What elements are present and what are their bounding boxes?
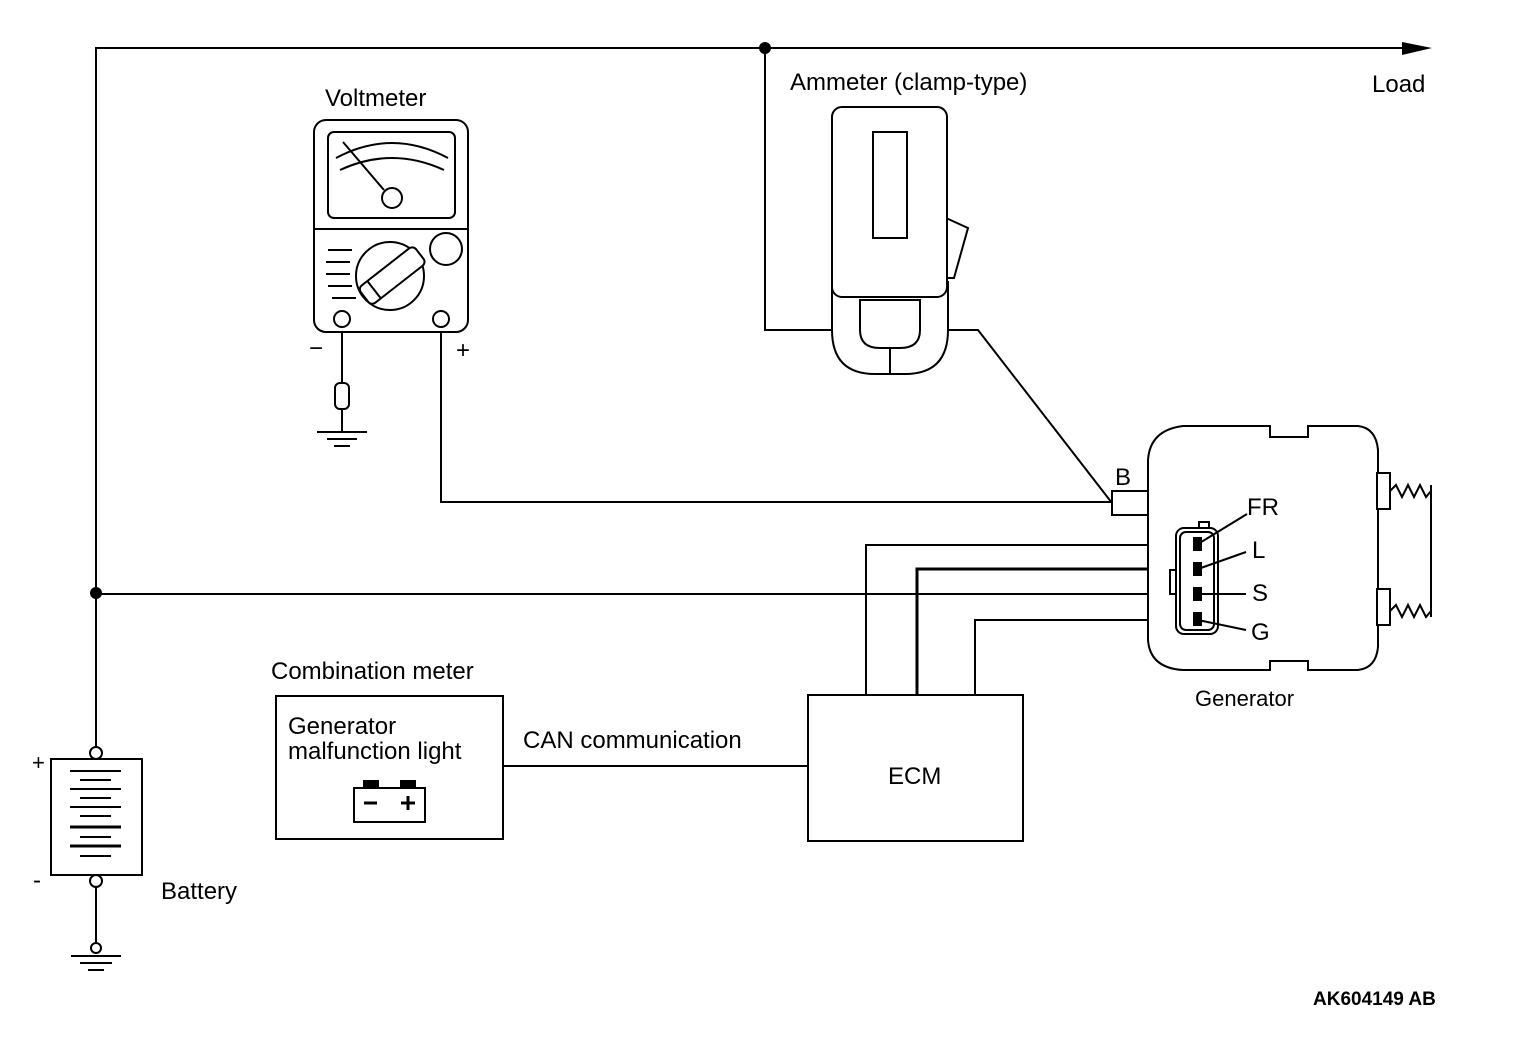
- load-label: Load: [1372, 71, 1425, 98]
- ammeter-label: Ammeter (clamp-type): [790, 69, 1027, 96]
- can-label: CAN communication: [523, 727, 742, 754]
- ground-probe: [334, 382, 350, 410]
- battery-label: Battery: [161, 878, 237, 905]
- wire-l: [915, 567, 1198, 695]
- wires: [71, 42, 1432, 971]
- battery-plus-label: +: [32, 750, 45, 775]
- terminal-l-label: L: [1252, 537, 1265, 564]
- voltmeter-plus-label: +: [456, 337, 470, 364]
- wire-g: [974, 619, 1198, 695]
- b-terminal: [1111, 490, 1149, 516]
- terminal-b-label: B: [1115, 464, 1131, 491]
- gen-light-line2: malfunction light: [288, 738, 462, 765]
- ammeter-icon: [831, 106, 970, 375]
- voltmeter-plus-terminal: [432, 310, 450, 328]
- voltmeter-label: Voltmeter: [325, 85, 426, 112]
- battery-minus-label: -: [33, 867, 41, 894]
- voltmeter-minus-terminal: [333, 310, 351, 328]
- voltmeter-icon: [313, 119, 469, 333]
- ecm-box: [807, 694, 1024, 842]
- wire-battery-to-load: [95, 47, 1410, 750]
- generator-icon: [1111, 425, 1432, 671]
- combination-meter-label: Combination meter: [271, 658, 474, 685]
- battery-icon: [50, 746, 143, 888]
- load-arrow: [1402, 42, 1432, 55]
- voltmeter-minus-label: −: [309, 335, 323, 362]
- wire-fr: [865, 544, 1198, 695]
- wire-voltmeter-plus: [440, 328, 1112, 503]
- gen-light-line1: Generator: [288, 713, 396, 740]
- terminal-fr-label: FR: [1247, 494, 1279, 521]
- figure-code: AK604149 AB: [1313, 989, 1436, 1010]
- generator-label: Generator: [1195, 686, 1294, 711]
- battery-warning-icon: [353, 780, 426, 823]
- terminal-g-label: G: [1251, 619, 1270, 646]
- ecm-label: ECM: [888, 763, 941, 790]
- terminal-s-label: S: [1252, 580, 1268, 607]
